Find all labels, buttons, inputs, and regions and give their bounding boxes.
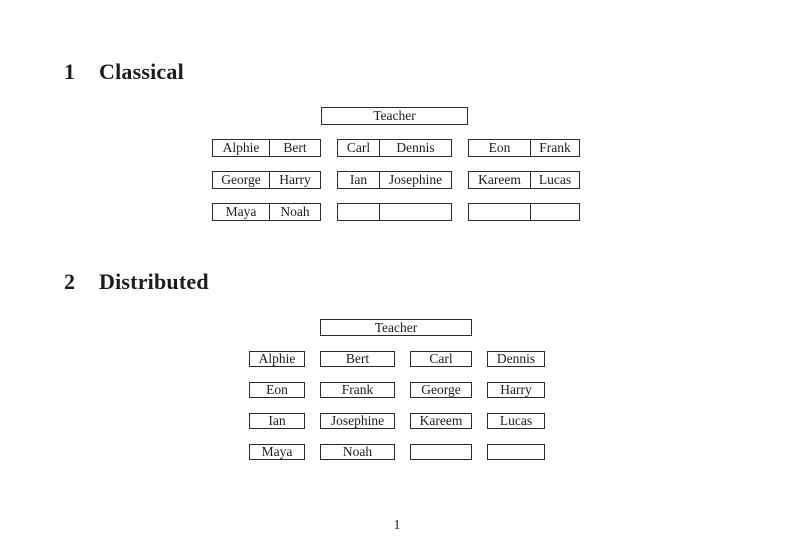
distributed-seat-r3c2: Josephine bbox=[320, 413, 395, 429]
seat-cell: Eon bbox=[469, 140, 531, 156]
distributed-seat-r4c1: Maya bbox=[249, 444, 305, 460]
seat-cell bbox=[469, 204, 531, 220]
section-number: 2 bbox=[64, 269, 76, 294]
teacher-label: Teacher bbox=[373, 108, 416, 124]
distributed-seat-r4c2: Noah bbox=[320, 444, 395, 460]
distributed-seat-r1c4: Dennis bbox=[487, 351, 545, 367]
teacher-box-classical: Teacher bbox=[321, 107, 468, 125]
seat-cell: Dennis bbox=[396, 140, 435, 156]
section-heading-distributed: 2 Distributed bbox=[64, 271, 209, 293]
classical-desk-r1c2: Carl Dennis bbox=[337, 139, 452, 157]
distributed-seat-r2c3: George bbox=[410, 382, 472, 398]
seat-cell: Carl bbox=[338, 140, 380, 156]
seat-cell: Noah bbox=[280, 204, 310, 220]
distributed-seat-r4c3 bbox=[410, 444, 472, 460]
teacher-label: Teacher bbox=[374, 319, 418, 335]
seat-cell: Maya bbox=[213, 204, 270, 220]
classical-desk-r1c3: Eon Frank bbox=[468, 139, 580, 157]
classical-desk-r3c3 bbox=[468, 203, 580, 221]
page-number: 1 bbox=[393, 517, 401, 532]
seat-cell: Frank bbox=[539, 140, 571, 156]
distributed-seat-r2c2: Frank bbox=[320, 382, 395, 398]
distributed-seat-r1c2: Bert bbox=[320, 351, 395, 367]
classical-desk-r1c1: Alphie Bert bbox=[212, 139, 321, 157]
seat-cell: Ian bbox=[338, 172, 380, 188]
seat-cell: Alphie bbox=[213, 140, 270, 156]
distributed-seat-r3c3: Kareem bbox=[410, 413, 472, 429]
classical-desk-r3c1: Maya Noah bbox=[212, 203, 321, 221]
distributed-seat-r3c1: Ian bbox=[249, 413, 305, 429]
seat-cell: Bert bbox=[283, 140, 307, 156]
section-number: 1 bbox=[64, 59, 76, 84]
distributed-seat-r1c3: Carl bbox=[410, 351, 472, 367]
classical-desk-r2c1: George Harry bbox=[212, 171, 321, 189]
seat-cell bbox=[338, 204, 380, 220]
distributed-seat-r3c4: Lucas bbox=[487, 413, 545, 429]
distributed-seat-r2c1: Eon bbox=[249, 382, 305, 398]
classical-desk-r2c3: Kareem Lucas bbox=[468, 171, 580, 189]
seat-cell bbox=[380, 204, 451, 220]
classical-desk-r2c2: Ian Josephine bbox=[337, 171, 452, 189]
section-title: Classical bbox=[99, 59, 184, 84]
seat-cell: Lucas bbox=[538, 172, 572, 188]
seat-cell: Harry bbox=[279, 172, 311, 188]
section-title: Distributed bbox=[99, 269, 209, 294]
seat-cell: Josephine bbox=[388, 172, 443, 188]
seat-cell bbox=[531, 204, 579, 220]
distributed-seat-r1c1: Alphie bbox=[249, 351, 305, 367]
teacher-box-distributed: Teacher bbox=[320, 319, 472, 336]
seat-cell: Kareem bbox=[469, 172, 531, 188]
section-heading-classical: 1 Classical bbox=[64, 61, 184, 83]
distributed-seat-r4c4 bbox=[487, 444, 545, 460]
seat-cell: George bbox=[213, 172, 270, 188]
classical-desk-r3c2 bbox=[337, 203, 452, 221]
distributed-seat-r2c4: Harry bbox=[487, 382, 545, 398]
